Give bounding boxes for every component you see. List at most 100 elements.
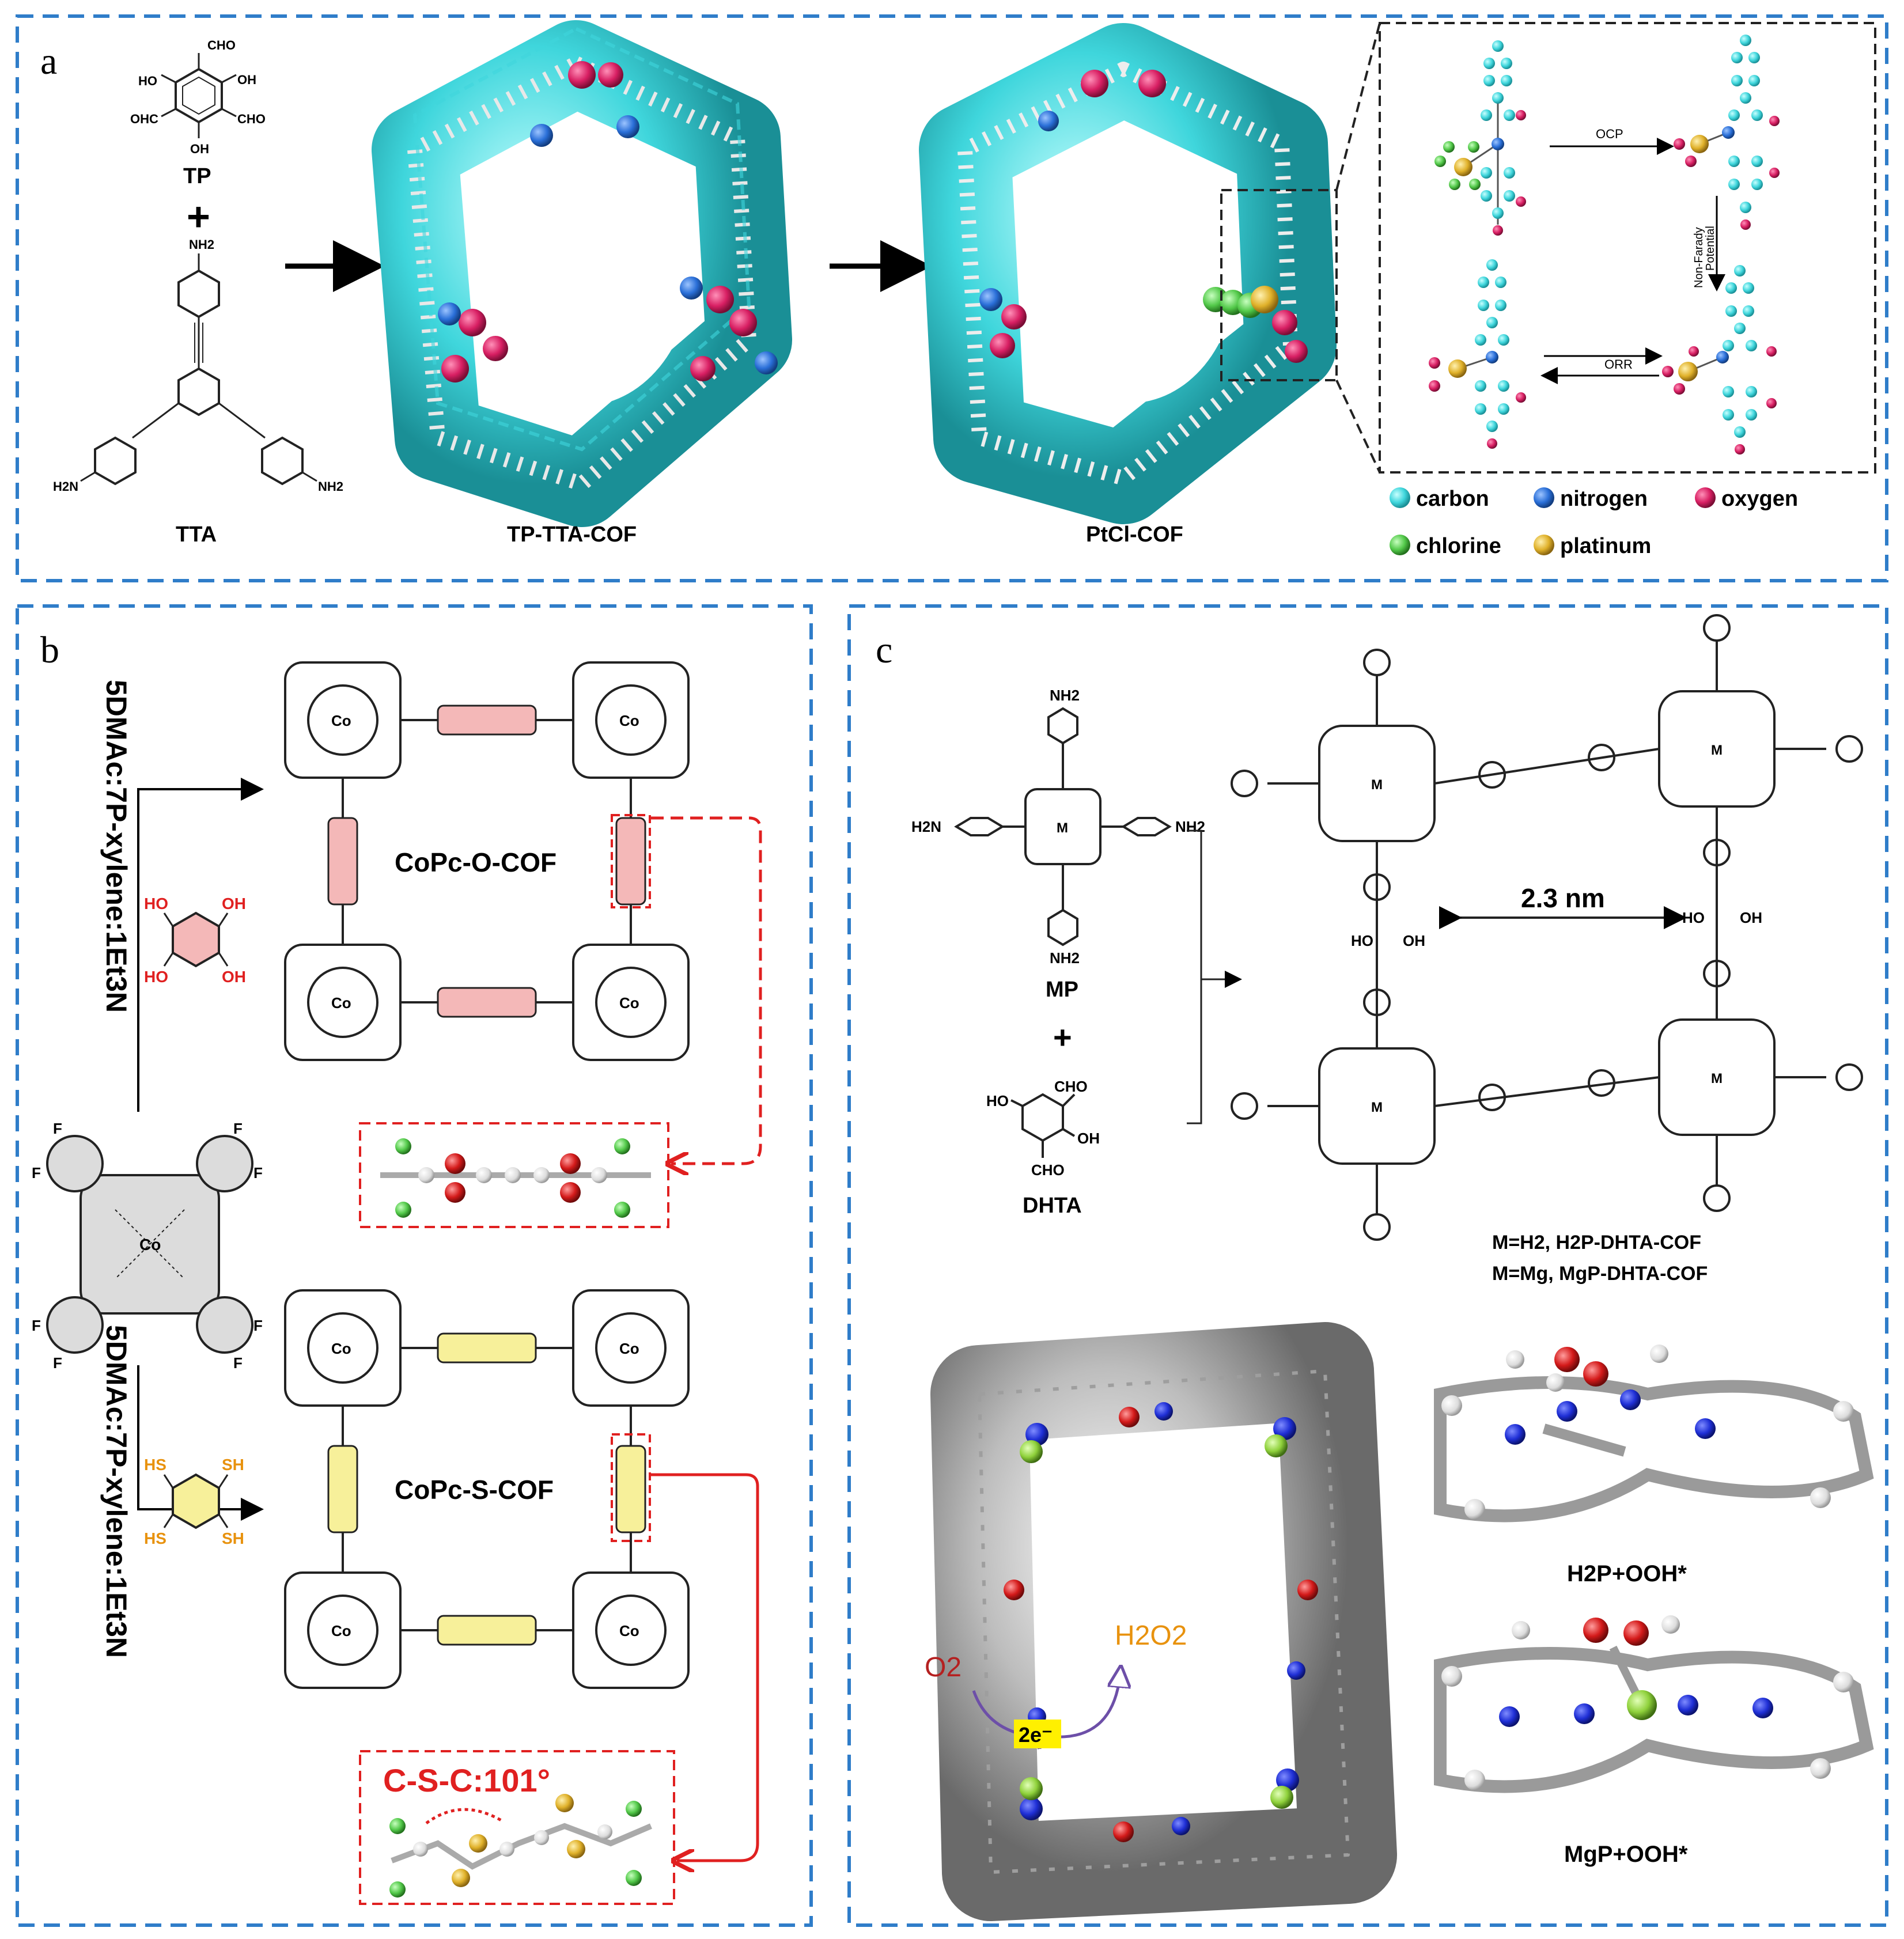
copc-f-5: F: [32, 1164, 41, 1181]
o-ball-stick: [380, 1138, 651, 1218]
copc-f-8: F: [253, 1317, 263, 1334]
cof-m-2: M: [1711, 743, 1723, 758]
copc-o-co-1: Co: [331, 712, 351, 729]
legend-swatch-chlorine: [1390, 535, 1410, 555]
cof-ho-2: HO: [1682, 909, 1705, 926]
zoom-box: [1220, 189, 1338, 381]
copc-s-co-2: Co: [619, 1340, 639, 1357]
o-red-link: [651, 816, 762, 1164]
copc-s-co-3: Co: [331, 1622, 351, 1639]
copc-o-co-2: Co: [619, 712, 639, 729]
copc-s-co-1: Co: [331, 1340, 351, 1357]
o-highlight-box: [611, 814, 651, 908]
mp-molecule: [954, 707, 1172, 946]
legend-swatch-oxygen: [1695, 487, 1716, 508]
panel-a-label: a: [40, 40, 57, 82]
s-ball-stick-box: [359, 1750, 675, 1905]
inset-molecule-1: [1434, 40, 1526, 236]
o-linkers: [327, 705, 646, 1018]
tp-tta-cof-ring: [372, 20, 792, 527]
tp-oh-bottom: OH: [190, 142, 209, 156]
dhta-cho-top: CHO: [1054, 1078, 1088, 1095]
legend-carbon: carbon: [1416, 487, 1489, 511]
thiol-hs-top: HS: [144, 1456, 166, 1474]
ptcl-cof-label: PtCl-COF: [1086, 522, 1183, 547]
dhta-molecule: [1010, 1093, 1076, 1158]
o-ball-stick-box: [359, 1122, 669, 1228]
tetrahydroxybenzene-molecule: [163, 911, 229, 968]
mp-label: MP: [1046, 978, 1078, 1002]
inset-molecule-2: [1674, 35, 1780, 230]
catechol-ho-bottom: HO: [144, 968, 168, 986]
tp-cho-right: CHO: [237, 112, 266, 126]
mp-m: M: [1057, 820, 1068, 836]
cof-m-4: M: [1711, 1071, 1723, 1086]
copc-f-6: F: [253, 1164, 263, 1181]
inset-ocp: OCP: [1596, 127, 1623, 141]
h2o2-arc: [1054, 1671, 1121, 1739]
copc-o-cof-label: CoPc-O-COF: [395, 847, 557, 877]
legend-swatch-platinum: [1534, 535, 1554, 555]
electron-badge: [1014, 1720, 1061, 1748]
tta-label: TTA: [176, 522, 217, 547]
s-ball-stick: [389, 1794, 652, 1898]
tp-cho-top: CHO: [207, 38, 236, 52]
mechanism-inset: [1379, 22, 1876, 474]
tta-molecule: [80, 253, 317, 486]
dhta-oh: OH: [1077, 1130, 1100, 1147]
legend-oxygen: oxygen: [1721, 487, 1798, 511]
thiol-sh-top: SH: [222, 1456, 244, 1474]
copc-f-1: F: [53, 1120, 62, 1137]
copc-f-3: F: [53, 1354, 62, 1372]
o2-label: O2: [925, 1652, 962, 1683]
plus-a: +: [187, 194, 210, 239]
mgp-ooh-model: [1434, 1615, 1874, 1793]
mp-nh2-right: NH2: [1175, 818, 1205, 835]
inset-potential: Potential: [1704, 226, 1717, 271]
solvent-label-bottom: 5DMAc:7P-xylene:1Et3N: [100, 1325, 133, 1658]
cof-oh-2: OH: [1740, 909, 1762, 926]
cof-m-1: M: [1371, 777, 1383, 793]
bracket-c: [1187, 830, 1202, 1124]
inset-non-faraday: Non-Farady: [1693, 227, 1705, 288]
copc-co: Co: [139, 1236, 161, 1253]
legend-swatch-nitrogen: [1534, 487, 1554, 508]
tp-oh: OH: [237, 73, 256, 87]
h2p-ooh-label: H2P+OOH*: [1567, 1561, 1687, 1586]
solvent-label-top: 5DMAc:7P-xylene:1Et3N: [100, 680, 133, 1013]
s-red-link: [651, 1473, 759, 1861]
catechol-ho-top: HO: [144, 895, 168, 912]
legend-chlorine: chlorine: [1416, 534, 1501, 558]
zoom-line-top: [1335, 22, 1381, 191]
cof-h2-label: M=H2, H2P-DHTA-COF: [1492, 1232, 1701, 1253]
cof-mg-label: M=Mg, MgP-DHTA-COF: [1492, 1263, 1708, 1285]
catechol-oh-top: OH: [222, 895, 246, 912]
copc-monomer: [46, 1135, 253, 1354]
h2p-ooh-model: [1434, 1345, 1874, 1523]
tta-nh2-top: NH2: [189, 237, 214, 252]
dhta-label: DHTA: [1023, 1194, 1082, 1218]
inset-molecule-4: [1662, 265, 1777, 455]
copc-o-co-4: Co: [619, 994, 639, 1012]
copc-f-7: F: [32, 1317, 41, 1334]
panel-c-frame: [847, 604, 1888, 1927]
dhta-ho: HO: [986, 1092, 1009, 1109]
tp-ohc: OHC: [130, 112, 158, 126]
tetrathiolbenzene-molecule: [163, 1473, 229, 1529]
copc-s-co-4: Co: [619, 1622, 639, 1639]
cof-ho-1: HO: [1351, 932, 1373, 949]
catechol-oh-bottom: OH: [222, 968, 246, 986]
legend-platinum: platinum: [1560, 534, 1651, 558]
panel-b-frame: [16, 604, 813, 1927]
tp-ho: HO: [138, 74, 157, 88]
porphyrin-cof-lattice: [1231, 614, 1863, 1241]
electron-label: 2e⁻: [1019, 1723, 1053, 1747]
inset-molecule-3: [1429, 259, 1526, 449]
h2o2-label: H2O2: [1115, 1620, 1187, 1651]
zoom-line-bottom: [1335, 380, 1381, 473]
pore-size-label: 2.3 nm: [1521, 883, 1605, 913]
mp-h2n-left: H2N: [911, 818, 941, 835]
copc-o-co-3: Co: [331, 994, 351, 1012]
legend-nitrogen: nitrogen: [1560, 487, 1648, 511]
